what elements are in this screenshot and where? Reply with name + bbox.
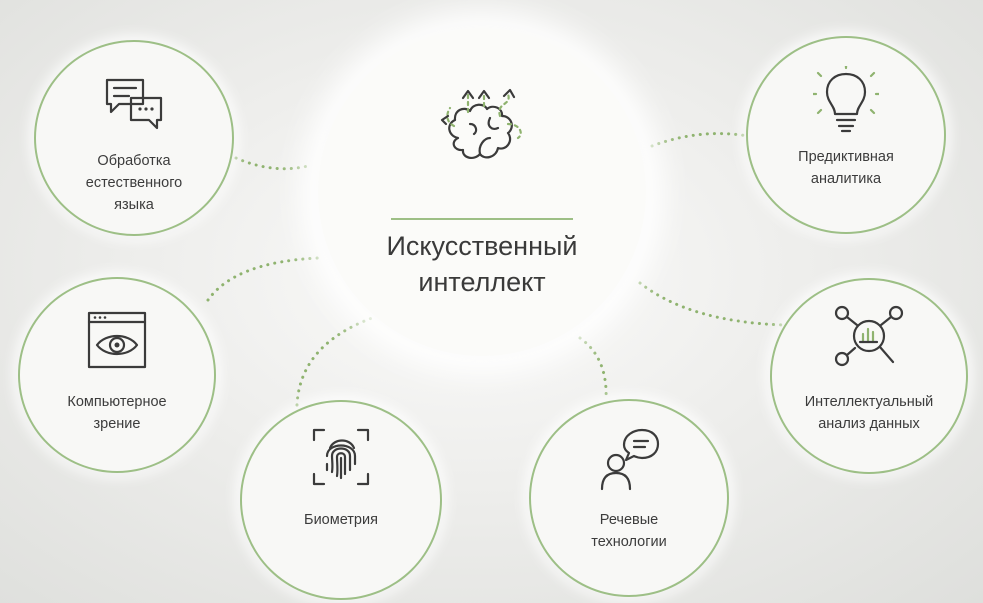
fingerprint-icon [312,428,370,486]
connector-cv [206,256,320,302]
connector-predict [650,132,750,148]
node-predictive-analytics: Предиктивная аналитика [746,36,946,234]
magnifier-chart-icon [834,305,904,367]
node-computer-vision-label: Компьютерное зрение [67,394,167,432]
brain-icon [440,88,522,160]
connector-nlp [234,156,314,171]
center-divider [391,218,573,220]
connector-speech [578,336,608,402]
eye-window-icon [87,311,147,369]
node-nlp-label: Обработка естественного языка [85,153,183,213]
node-biometrics: Биометрия [240,400,442,600]
lightbulb-icon [813,66,879,133]
node-predictive-label: Предиктивная аналитика [798,149,894,187]
center-title: Искусственный интеллект [386,231,578,297]
center-node-ai: Искусственный интеллект [318,28,646,356]
node-computer-vision: Компьютерное зрение [18,277,216,473]
speaker-bubble-icon [600,428,660,491]
connector-analytics [638,281,786,327]
node-data-analysis: Интеллектуальный анализ данных [770,278,968,474]
node-nlp: Обработка естественного языка [34,40,234,236]
connector-bio [295,316,374,407]
chat-bubbles-icon [105,78,163,130]
node-speech-label: Речевые технологии [591,512,667,550]
node-speech: Речевые технологии [529,399,729,597]
node-biometrics-label: Биометрия [304,512,378,528]
node-data-analysis-label: Интеллектуальный анализ данных [804,394,934,432]
